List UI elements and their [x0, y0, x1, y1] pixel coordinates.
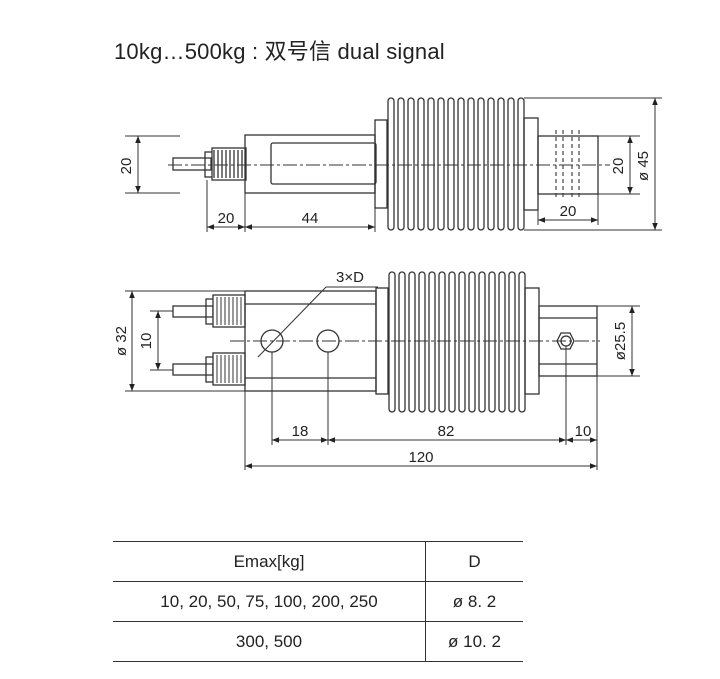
dim-side-right-dia: ø25.5 [612, 322, 629, 360]
dim-top-right-width: 20 [560, 203, 577, 220]
dim-top-cable: 20 [218, 210, 235, 227]
top-cable [172, 157, 212, 171]
table-cell-d: ø 10. 2 [425, 621, 523, 662]
top-view [168, 97, 610, 231]
technical-drawing: 20 20 44 20 20 ø 45 [113, 97, 662, 470]
dim-top-right-dia: ø 45 [635, 151, 652, 181]
side-cable-upper [172, 305, 214, 318]
top-dimensions [125, 97, 662, 232]
table-cell-emax: 300, 500 [235, 631, 303, 651]
dim-side-mid: 82 [438, 423, 455, 440]
table-cell-emax: 10, 20, 50, 75, 100, 200, 250 [160, 591, 378, 611]
dim-top-right-height: 20 [610, 158, 627, 175]
top-end-flange [523, 117, 539, 211]
table-header-row: Emax[kg] D [113, 541, 523, 582]
side-dimensions [125, 286, 640, 470]
top-bellows [387, 97, 525, 231]
table-header-emax: Emax[kg] [233, 551, 305, 571]
dim-side-end: 10 [575, 423, 592, 440]
dim-side-dia: ø 32 [113, 326, 130, 356]
table-cell-d: ø 8. 2 [425, 581, 523, 622]
dim-hole-note: 3×D [336, 269, 364, 286]
side-hex-nut [556, 332, 575, 350]
table-row: 300, 500 ø 10. 2 [113, 621, 523, 662]
spec-table: Emax[kg] D 10, 20, 50, 75, 100, 200, 250… [113, 541, 523, 662]
side-cable-lower [172, 363, 214, 376]
dim-total-length: 120 [408, 449, 433, 466]
page-title: 10kg…500kg : 双号信 dual signal [114, 39, 445, 64]
side-view [172, 271, 600, 413]
dim-top-body: 44 [302, 210, 319, 227]
table-header-d: D [425, 541, 523, 582]
dim-side-spacing: 10 [138, 333, 155, 350]
top-label-area [270, 142, 377, 185]
table-row: 10, 20, 50, 75, 100, 200, 250 ø 8. 2 [113, 581, 523, 622]
side-bellows [388, 271, 526, 413]
top-flange [374, 119, 388, 209]
dim-top-height: 20 [118, 158, 135, 175]
top-gland-nut [211, 147, 247, 181]
dim-side-hole: 18 [292, 423, 309, 440]
